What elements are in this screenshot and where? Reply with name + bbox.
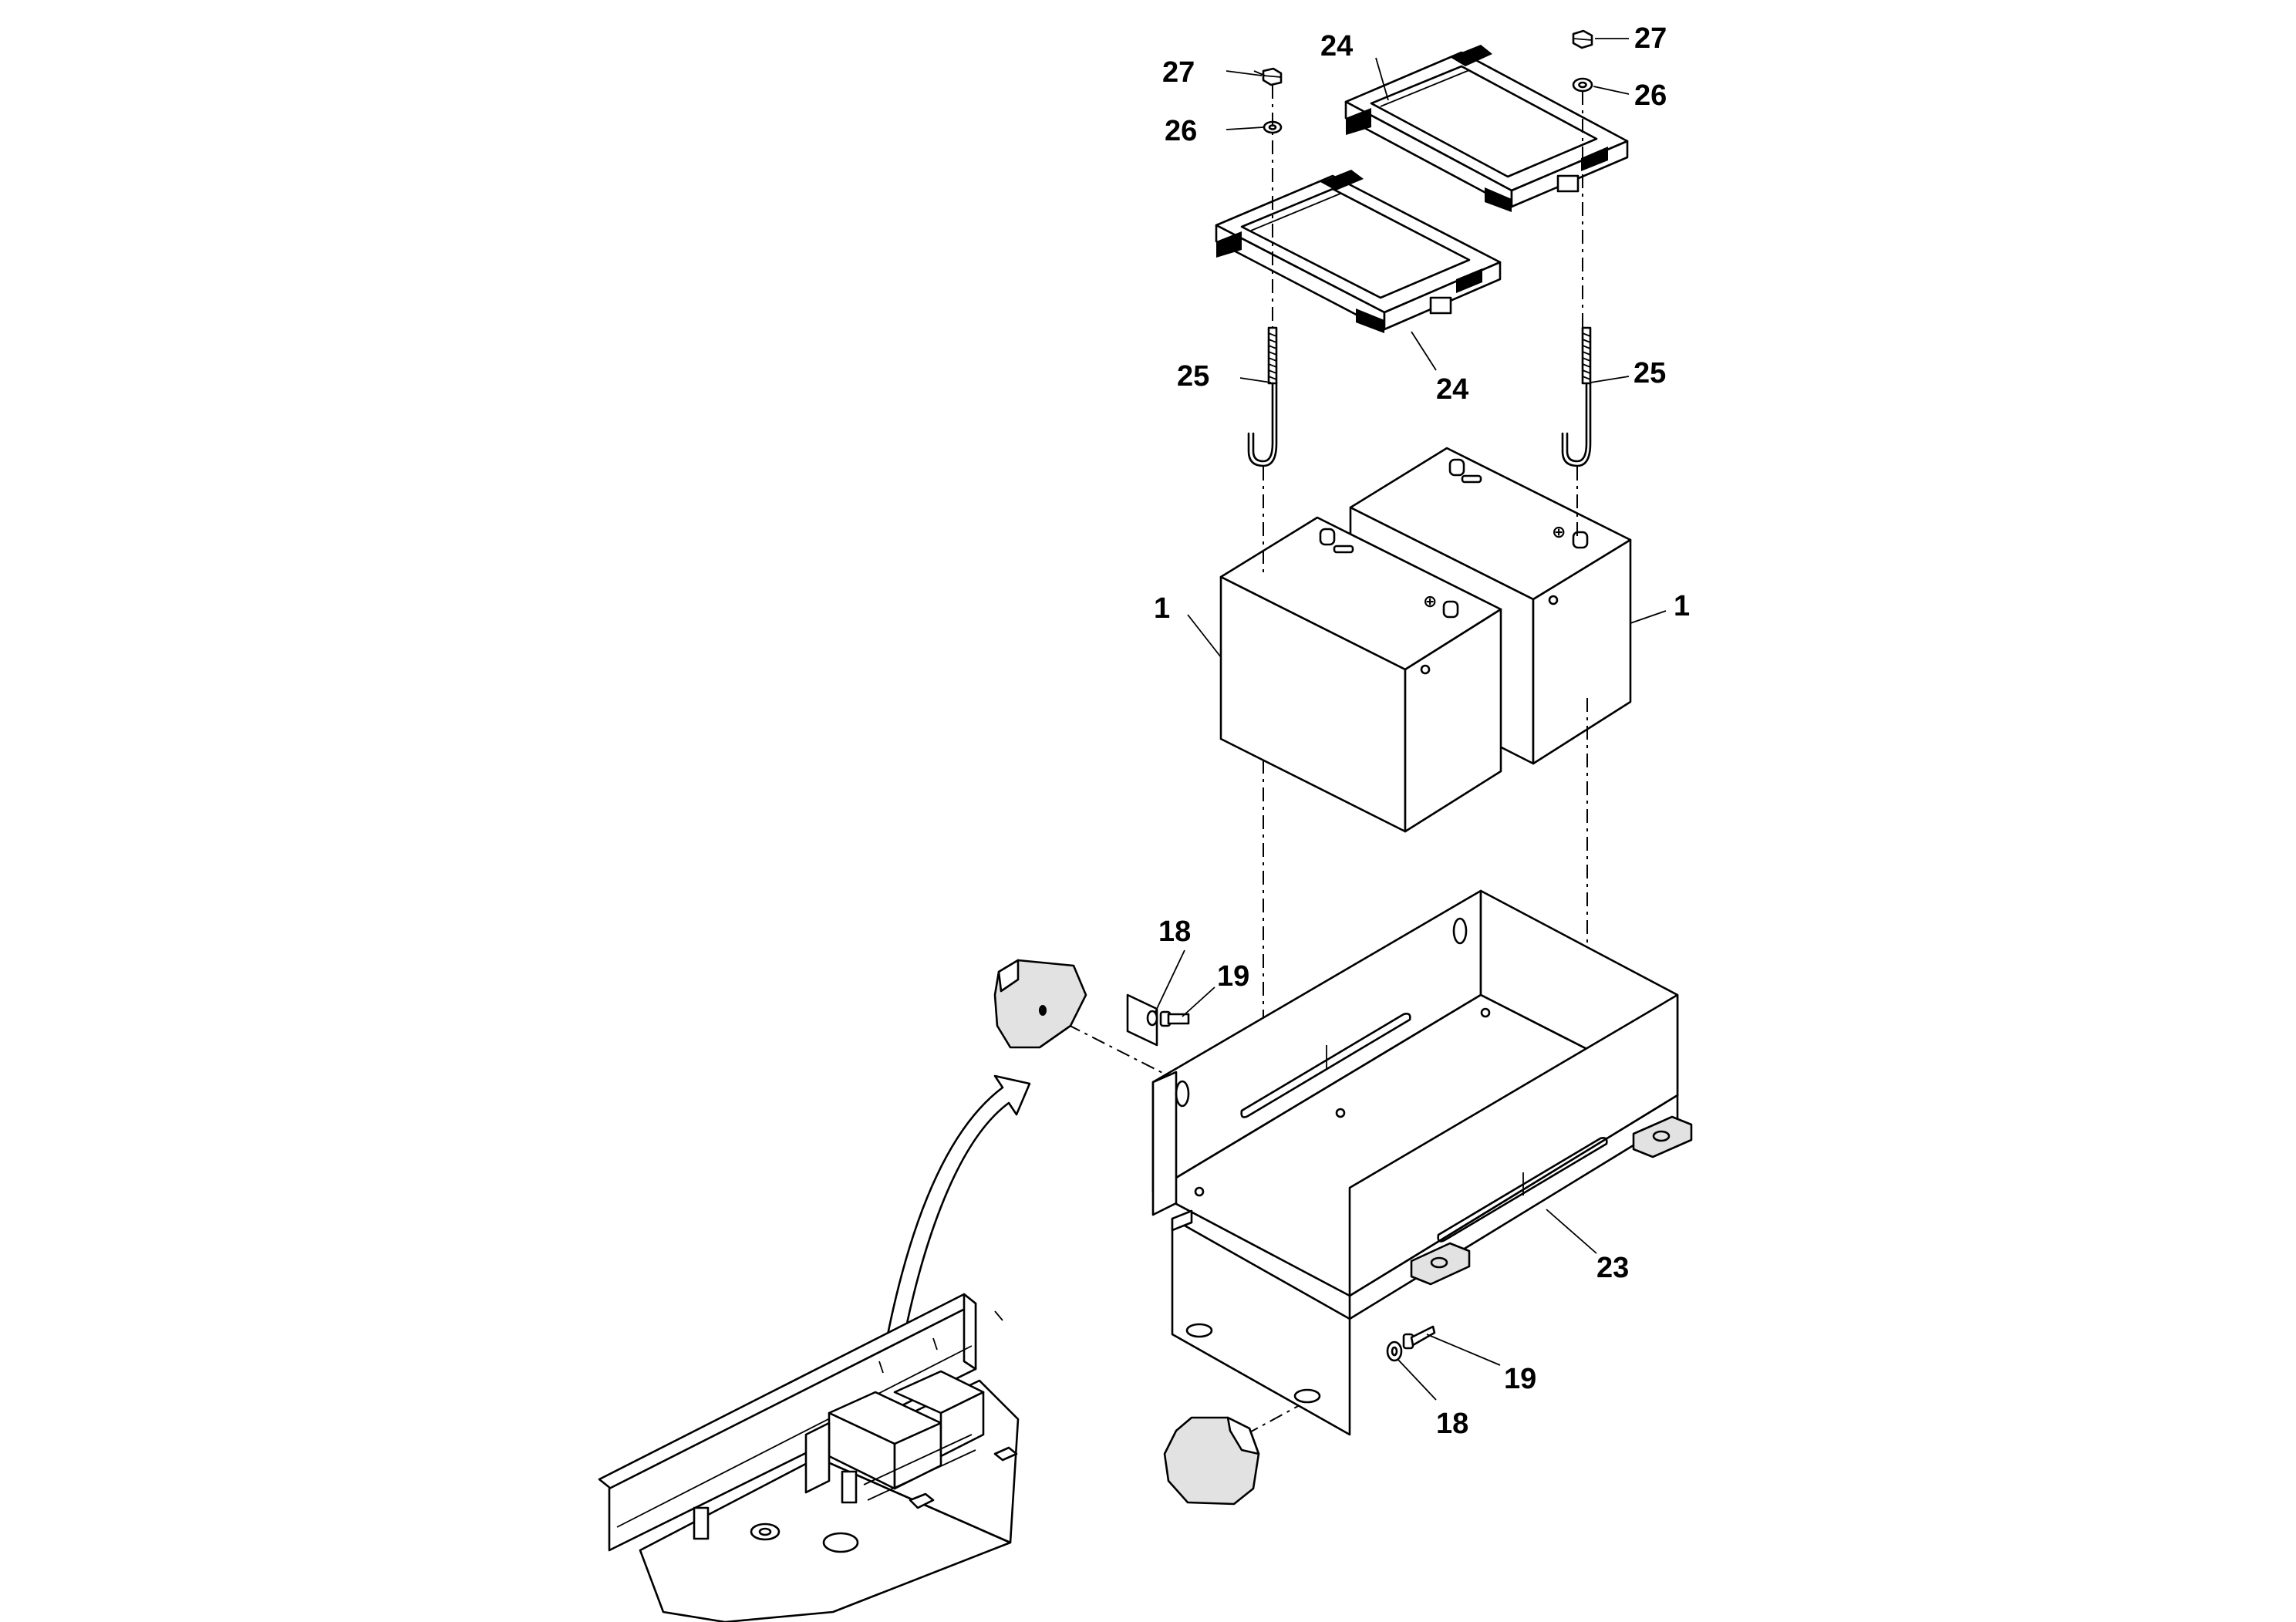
label-27-left: 27 <box>1162 56 1195 89</box>
label-1-left: 1 <box>1154 592 1170 625</box>
label-19-upper: 19 <box>1217 960 1249 993</box>
callout-leader-lines <box>1155 38 1667 1401</box>
label-18-upper: 18 <box>1158 916 1191 948</box>
battery-hold-down-frame-front <box>1215 170 1502 333</box>
callout-labels: 27 26 24 27 26 24 25 25 1 1 18 19 23 19 … <box>1154 22 1690 1440</box>
washer-26-right <box>1572 77 1593 93</box>
battery-front: ⊕ <box>1219 516 1502 833</box>
label-24-lower: 24 <box>1436 373 1468 406</box>
label-18-lower: 18 <box>1436 1408 1468 1440</box>
bolt-19-upper <box>1126 993 1190 1047</box>
label-25-right: 25 <box>1633 357 1666 389</box>
svg-text:⊕: ⊕ <box>1423 592 1437 611</box>
bolt-19-lower <box>1386 1325 1436 1362</box>
nut-27-left <box>1262 67 1283 86</box>
label-26-left: 26 <box>1165 115 1197 147</box>
label-24-top: 24 <box>1320 30 1353 62</box>
label-26-right: 26 <box>1634 79 1667 112</box>
battery-hold-down-frame-rear <box>1344 45 1629 212</box>
svg-text:⊕: ⊕ <box>1552 522 1566 541</box>
nut-27-right <box>1572 29 1593 49</box>
label-1-right: 1 <box>1674 590 1690 622</box>
battery-tray-23 <box>1151 889 1693 1436</box>
j-bolt-25-right <box>1561 326 1592 467</box>
label-23: 23 <box>1596 1252 1629 1284</box>
j-bolt-25-left <box>1247 326 1278 467</box>
spacer-plate-lower <box>1163 1416 1260 1506</box>
spacer-plate-upper <box>993 959 1087 1049</box>
label-25-left: 25 <box>1177 360 1209 393</box>
label-19-lower: 19 <box>1504 1363 1536 1395</box>
label-27-right: 27 <box>1634 22 1667 55</box>
vehicle-location-overview <box>598 1293 1020 1622</box>
